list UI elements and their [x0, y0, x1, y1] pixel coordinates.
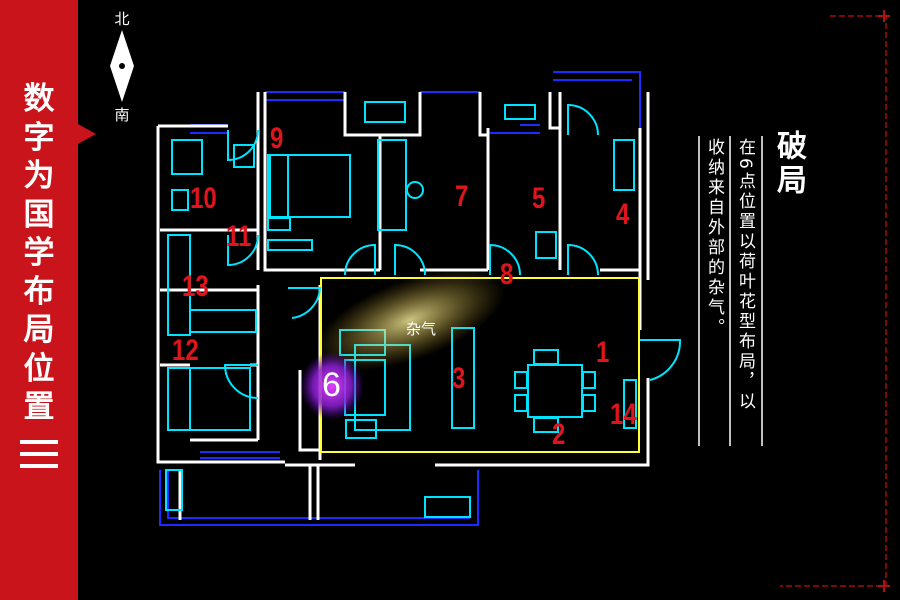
zaqi-label: 杂气 [406, 320, 437, 338]
windows [159, 71, 641, 526]
compass-needle-icon [110, 30, 134, 102]
point-6-marker [300, 352, 364, 420]
room-label-1: 1 [596, 336, 610, 369]
sidebar: 数 字 为 国 学 布 局 位 置 [0, 0, 78, 600]
room-label-14: 14 [610, 398, 637, 431]
room-label-13: 13 [182, 270, 209, 303]
sidebar-notch [78, 124, 96, 144]
compass-north: 北 [114, 10, 130, 28]
room-label-9: 9 [270, 122, 284, 155]
room-label-7: 7 [455, 180, 469, 213]
furniture [165, 101, 637, 518]
room-label-11: 11 [226, 220, 252, 253]
room-label-3: 3 [452, 362, 466, 395]
air-flow [315, 269, 505, 371]
doors [223, 103, 682, 399]
panel-line-2: 收纳来自外部的杂气。 [704, 138, 724, 338]
room-label-5: 5 [532, 182, 546, 215]
room-label-8: 8 [500, 258, 514, 291]
room-label-4: 4 [616, 198, 630, 231]
room-label-12: 12 [172, 334, 199, 367]
compass-south: 南 [114, 106, 130, 124]
walls [156, 92, 650, 520]
room-label-2: 2 [552, 418, 566, 451]
panel-line-1: 在6点位置以荷叶花型布局，以 [735, 138, 755, 412]
sidebar-title: 数 字 为 国 学 布 局 位 置 [23, 81, 55, 425]
menu-icon [20, 440, 58, 468]
room-label-10: 10 [190, 182, 217, 215]
panel-heading: 破局 [771, 130, 806, 198]
point-6-label: 6 [322, 366, 341, 404]
